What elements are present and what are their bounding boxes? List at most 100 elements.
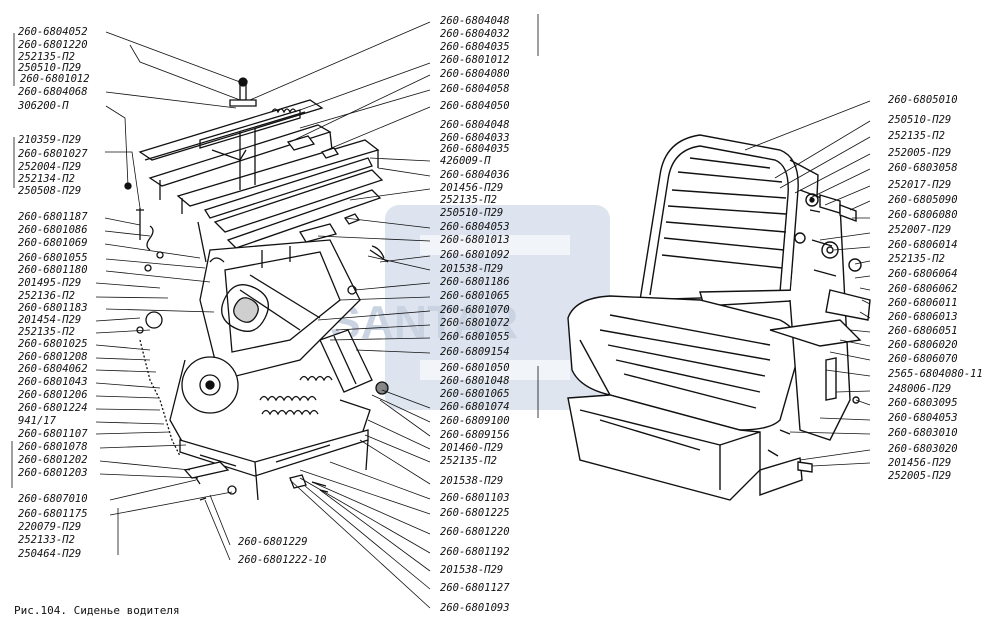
- labels_middle-label: 250510-П29: [440, 207, 503, 219]
- labels_left-label: 260-6804052: [18, 26, 88, 38]
- labels_left-label: 252004-П29: [18, 161, 81, 173]
- labels_left-label: 260-6801203: [18, 467, 88, 479]
- labels_middle-label: 260-6801103: [440, 492, 510, 504]
- labels_middle-label: 260-6801093: [440, 602, 510, 614]
- labels_left-label: 260-6801206: [18, 389, 88, 401]
- labels_right-label: 252017-П29: [888, 179, 951, 191]
- leader-lines: [11, 14, 871, 609]
- labels_middle-label: 260-6801192: [440, 546, 510, 558]
- labels_left-label: 250508-П29: [18, 185, 81, 197]
- labels_middle-label: 260-6801012: [440, 54, 510, 66]
- watermark: SANTAR: [330, 205, 610, 410]
- labels_middle-label: 260-6801055: [440, 331, 510, 343]
- labels_right-label: 260-6806013: [888, 311, 958, 323]
- labels_right-label: 260-6806051: [888, 325, 958, 337]
- exploded-mechanism: [124, 77, 389, 501]
- scissor-lift: [124, 182, 389, 501]
- labels_right-label: 260-6804053: [888, 412, 958, 424]
- labels_middle-label: 260-6804048: [440, 119, 510, 131]
- labels_middle-label: 260-6804035: [440, 41, 510, 53]
- labels_right-label: 260-6806062: [888, 283, 958, 295]
- labels_right-label: 260-6805010: [888, 94, 958, 106]
- labels_middle-label: 201460-П29: [440, 442, 503, 454]
- labels_left-label: 260-6801086: [18, 224, 88, 236]
- labels_right-label: 252135-П2: [888, 253, 945, 265]
- labels_left-label: 260-6801187: [18, 211, 88, 223]
- labels_left-label: 260-6801220: [18, 39, 88, 51]
- labels_left-label: 260-6801180: [18, 264, 88, 276]
- labels_middle-label: 260-6804036: [440, 169, 510, 181]
- part-labels: 260-6804052260-6801220252135-П2250510-П2…: [17, 0, 983, 614]
- labels_right-label: 260-6803095: [888, 397, 958, 409]
- labels_left-label: 260-6801078: [18, 441, 88, 453]
- labels_left-label: 252135-П2: [18, 51, 75, 63]
- labels_left-label: 210359-П29: [18, 134, 81, 146]
- labels_right-label: 250510-П29: [888, 114, 951, 126]
- labels_middle-label: 260-6801065: [440, 388, 510, 400]
- labels_middle-label: 260-6801065: [440, 290, 510, 302]
- labels_left-label: 260-6801027: [18, 148, 88, 160]
- labels_middle-label: 260-6804035: [440, 143, 510, 155]
- labels_left-label: 260-6804068: [18, 86, 88, 98]
- labels_right-label: 248006-П29: [888, 383, 951, 395]
- labels_left-label: 250510-П29: [18, 62, 81, 74]
- labels_right-label: 252007-П29: [888, 224, 951, 236]
- labels_left-label: 260-6801012: [20, 73, 90, 85]
- labels_right-label: 260-6806014: [888, 239, 958, 251]
- labels_middle-label: 260-6801013: [440, 234, 510, 246]
- labels_right-label: 201456-П29: [888, 457, 951, 469]
- labels_right-label: 260-6805090: [888, 194, 958, 206]
- labels_middle-label: 260-6801092: [440, 249, 510, 261]
- labels_middle-label: 260-6801072: [440, 317, 510, 329]
- labels_right-label: 260-6806011: [888, 297, 958, 309]
- labels_right-label: 260-6806064: [888, 268, 958, 280]
- labels_left-label: 260-6804062: [18, 363, 88, 375]
- labels_left-label: 260-6801183: [18, 302, 88, 314]
- labels_middle-label: 260-6804033: [440, 132, 510, 144]
- labels_left-label: 260-6801107: [18, 428, 88, 440]
- labels_left-label: 260-6801175: [18, 508, 88, 520]
- labels_left-label: 260-6801208: [18, 351, 88, 363]
- labels_middle-label: 260-6801070: [440, 304, 510, 316]
- labels_middle-label: 260-6801186: [440, 276, 510, 288]
- labels_right-label: 252005-П29: [888, 147, 951, 159]
- labels_right-label: 260-6803020: [888, 443, 958, 455]
- labels_left-label: 260-6801043: [18, 376, 88, 388]
- labels_middle-label: 260-6801220: [440, 526, 510, 538]
- labels_right-label: 260-6806070: [888, 353, 958, 365]
- labels_left-label: 250464-П29: [18, 548, 81, 560]
- labels_middle-label: 260-6801127: [440, 582, 510, 594]
- figure-caption: Рис.104. Сиденье водителя: [14, 604, 180, 617]
- labels_left-label: 201454-П29: [18, 314, 81, 326]
- labels_middle-label: 260-6801225: [440, 507, 510, 519]
- labels_right-label: 260-6803010: [888, 427, 958, 439]
- labels_middle-label: 260-6804053: [440, 221, 510, 233]
- upper-rails: [138, 77, 384, 249]
- labels_left-label: 252133-П2: [18, 534, 75, 546]
- labels_right-label: 260-6803058: [888, 162, 958, 174]
- labels_right-label: 260-6806020: [888, 339, 958, 351]
- assembled-seat: [567, 134, 871, 501]
- labels_left-label: 260-6801224: [18, 402, 88, 414]
- labels_middle-label: 260-6801048: [440, 375, 510, 387]
- labels_left-label: 260-6801025: [18, 338, 88, 350]
- labels_left-label: 260-6801069: [18, 237, 88, 249]
- labels_middle-label: 260-6801094: [440, 0, 510, 3]
- labels_middle-label: 252135-П2: [440, 455, 497, 467]
- labels_middle-label: 260-6801074: [440, 401, 510, 413]
- labels_middle-label: 260-6804050: [440, 100, 510, 112]
- labels_left-label: 252135-П2: [18, 326, 75, 338]
- labels_middle-label: 201538-П29: [440, 564, 503, 576]
- labels_bottom-label: 260-6801222-10: [238, 554, 327, 566]
- labels_left-label: 260-6801202: [18, 454, 88, 466]
- labels_left-label: 941/17: [18, 415, 57, 427]
- labels_left-label: 306200-П: [17, 100, 69, 112]
- labels_right-label: 260-6806080: [888, 209, 958, 221]
- labels_middle-label: 260-6804048: [440, 15, 510, 27]
- labels_middle-label: 260-6809100: [440, 415, 510, 427]
- labels_middle-label: 201538-П29: [440, 475, 503, 487]
- labels_left-label: 220079-П29: [18, 521, 81, 533]
- labels_right-label: 252005-П29: [888, 470, 951, 482]
